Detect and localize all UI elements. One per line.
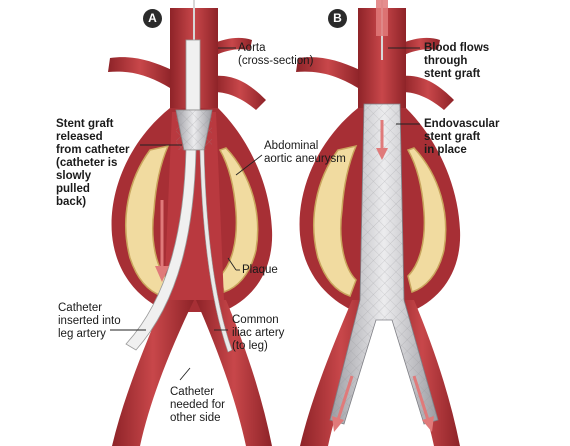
right-branch-artery-a <box>214 75 266 110</box>
plaque-left-b <box>313 144 358 297</box>
label-catheter-other: Catheter needed for other side <box>170 386 225 424</box>
label-plaque: Plaque <box>242 264 278 276</box>
flow-arrowhead-mid-b <box>376 148 388 160</box>
label-iliac: Common iliac artery (to leg) <box>232 314 285 352</box>
stent-mesh-b <box>330 104 438 424</box>
flow-arrow-top-b <box>376 0 388 36</box>
label-aorta: Aorta (cross-section) <box>238 42 314 67</box>
flow-arrow-left-b <box>336 375 354 421</box>
leader-aneurysm <box>235 154 263 176</box>
flow-arrowhead-left-b <box>332 416 344 432</box>
stent-mesh-a <box>176 110 212 150</box>
panel-a <box>108 0 273 446</box>
plaque-right-b <box>406 147 447 293</box>
pullback-arrowhead-a <box>155 266 169 282</box>
label-stent-in-place: Endovascular stent graft in place <box>424 118 500 156</box>
catheter-a <box>125 149 197 351</box>
left-branch-artery-a <box>108 57 172 88</box>
flow-arrowhead-right-b <box>422 416 434 432</box>
upper-right-branch-a <box>212 37 252 56</box>
flow-arrow-right-b <box>412 375 430 421</box>
label-blood-flow: Blood flows through stent graft <box>424 42 490 80</box>
panel-b <box>296 0 461 446</box>
catheter-other-side-a <box>199 149 233 353</box>
catheter-top-a <box>185 39 201 111</box>
left-iliac-artery-a <box>112 300 194 446</box>
left-branch-artery-b <box>296 57 360 88</box>
label-catheter-inserted: Catheter inserted into leg artery <box>58 302 121 340</box>
leader-plaque-2 <box>227 257 237 271</box>
label-aneurysm: Abdominal aortic aneurysm <box>264 140 346 165</box>
panel-b-badge: B <box>328 9 347 28</box>
label-stent-released: Stent graft released from catheter (cath… <box>56 118 130 208</box>
right-iliac-artery-a <box>196 300 272 446</box>
leader-catheter-other <box>179 367 191 381</box>
upper-right-branch-b <box>400 37 440 56</box>
panel-a-badge: A <box>143 9 162 28</box>
right-branch-artery-b <box>402 75 454 110</box>
